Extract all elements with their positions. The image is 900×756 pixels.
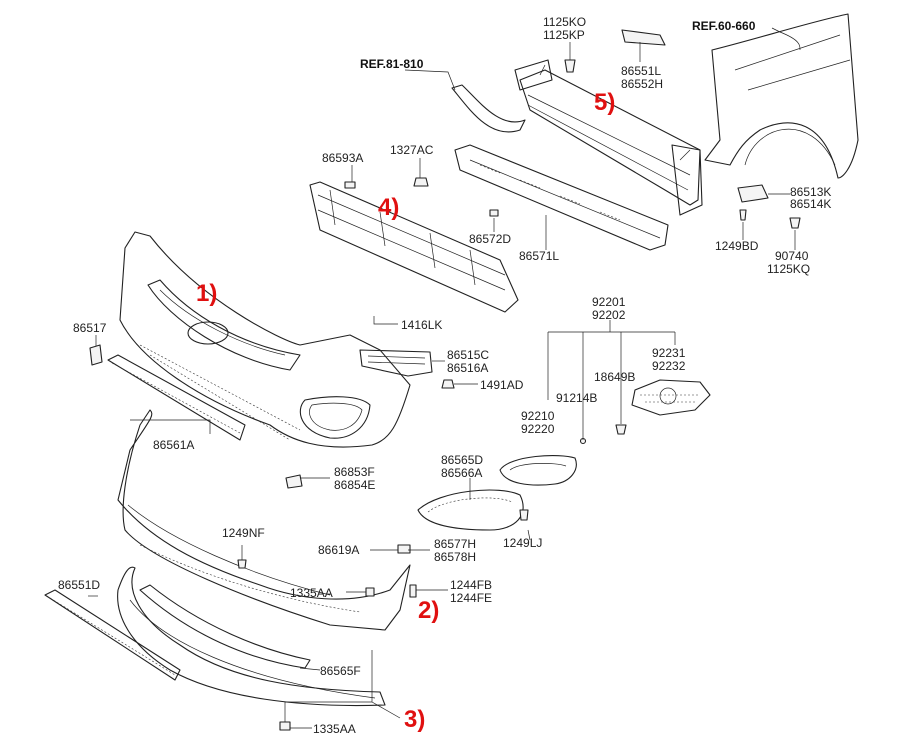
- label-1335AA-lower: 1335AA: [313, 722, 356, 736]
- callout-3: 3): [404, 706, 425, 733]
- label-92231: 92231: [652, 346, 686, 360]
- back-beam: [451, 84, 669, 251]
- label-86566A: 86566A: [441, 466, 482, 480]
- label-86853F: 86853F: [334, 465, 375, 479]
- label-1249BD: 1249BD: [715, 239, 759, 253]
- label-1125KO: 1125KO: [543, 15, 586, 29]
- callout-5: 5): [594, 89, 615, 116]
- lower-grille-strip: [107, 354, 246, 441]
- label-1491AD: 1491AD: [480, 378, 524, 392]
- label-92220: 92220: [521, 422, 555, 436]
- label-1125KP: 1125KP: [543, 28, 585, 42]
- label-86513K: 86513K: [790, 185, 831, 199]
- label-1249LJ: 1249LJ: [503, 536, 542, 550]
- label-86854E: 86854E: [334, 478, 375, 492]
- bumper-cover: [119, 231, 411, 448]
- label-1335AA-upper: 1335AA: [290, 586, 333, 600]
- label-92201: 92201: [592, 295, 626, 309]
- label-86571L: 86571L: [519, 249, 559, 263]
- fog-lamp-cover: [499, 455, 577, 486]
- label-1249NF: 1249NF: [222, 526, 265, 540]
- bumper-reinforcement: [514, 59, 703, 216]
- side-bracket: [359, 349, 433, 377]
- skid-plate-trim: [44, 589, 181, 681]
- label-90740: 90740: [775, 249, 809, 263]
- label-86515C: 86515C: [447, 348, 489, 362]
- label-92202: 92202: [592, 308, 626, 322]
- label-86619A: 86619A: [318, 543, 359, 557]
- leader-lines: [88, 27, 801, 729]
- label-86593A: 86593A: [322, 151, 363, 165]
- fasteners: [89, 29, 801, 731]
- label-86552H: 86552H: [621, 77, 663, 91]
- label-18649B: 18649B: [594, 370, 635, 384]
- label-86561A: 86561A: [153, 438, 194, 452]
- label-86565D: 86565D: [441, 453, 483, 467]
- label-86516A: 86516A: [447, 361, 488, 375]
- callout-4: 4): [378, 194, 399, 221]
- label-1125KQ: 1125KQ: [767, 262, 810, 276]
- label-86517: 86517: [73, 321, 107, 335]
- fog-lamp: [631, 379, 711, 416]
- ref-60-660: REF.60-660: [692, 19, 756, 33]
- label-92210: 92210: [521, 409, 555, 423]
- energy-absorber: [309, 181, 519, 313]
- label-92232: 92232: [652, 359, 686, 373]
- label-86565F: 86565F: [320, 664, 361, 678]
- fog-lamp-bezel: [417, 489, 524, 531]
- lower-spoiler: [117, 566, 386, 707]
- ref-81-810: REF.81-810: [360, 57, 424, 71]
- label-1327AC: 1327AC: [390, 143, 434, 157]
- label-86551D: 86551D: [58, 578, 100, 592]
- label-86577H: 86577H: [434, 537, 476, 551]
- label-1244FB: 1244FB: [450, 578, 492, 592]
- label-86578H: 86578H: [434, 550, 476, 564]
- label-1416LK: 1416LK: [401, 318, 442, 332]
- callout-1: 1): [196, 280, 217, 307]
- lower-bumper-cover: [117, 409, 411, 631]
- label-86514K: 86514K: [790, 197, 831, 211]
- front-fender: [704, 13, 859, 179]
- label-86551L: 86551L: [621, 64, 661, 78]
- label-86572D: 86572D: [469, 232, 511, 246]
- callout-2: 2): [418, 597, 439, 624]
- label-91214B: 91214B: [556, 391, 597, 405]
- label-1244FE: 1244FE: [450, 591, 492, 605]
